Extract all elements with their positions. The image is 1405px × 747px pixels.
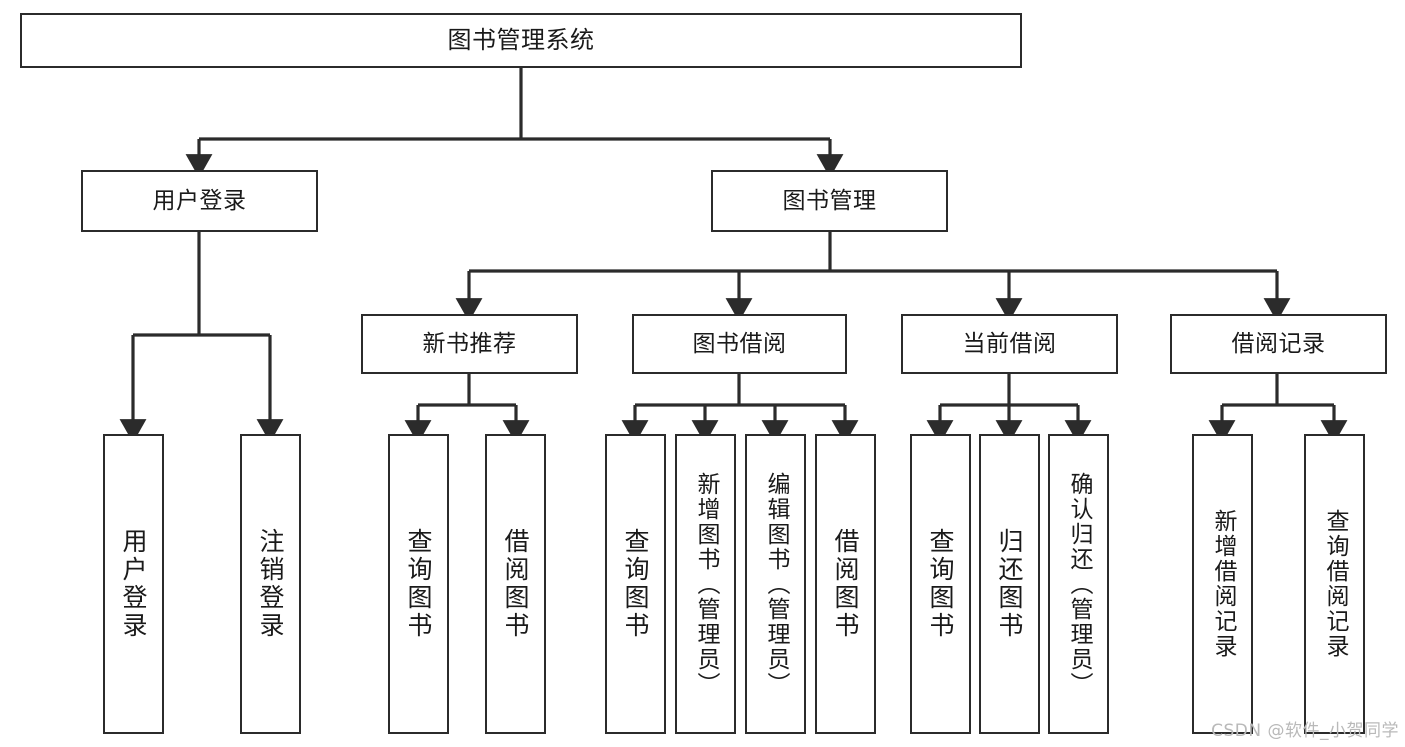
node-label: 新增借阅记录 (1210, 509, 1236, 659)
leaf-query-borrow-record[interactable]: 查询借阅记录 (1304, 434, 1365, 734)
node-label: 查询图书 (404, 528, 433, 640)
leaf-add-borrow-record[interactable]: 新增借阅记录 (1192, 434, 1253, 734)
leaf-borrow-book[interactable]: 借阅图书 (815, 434, 876, 734)
node-root-system[interactable]: 图书管理系统 (20, 13, 1022, 68)
leaf-user-login[interactable]: 用户登录 (103, 434, 164, 734)
node-book-borrow[interactable]: 图书借阅 (632, 314, 847, 374)
leaf-return-book[interactable]: 归还图书 (979, 434, 1040, 734)
node-label: 确认归还（管理员） (1066, 471, 1092, 697)
node-label: 图书管理系统 (447, 25, 595, 54)
node-label: 注销登录 (256, 528, 285, 640)
node-label: 图书管理 (782, 187, 877, 214)
node-new-book-recommend[interactable]: 新书推荐 (361, 314, 578, 374)
leaf-query-book-current[interactable]: 查询图书 (910, 434, 971, 734)
node-user-login[interactable]: 用户登录 (81, 170, 318, 232)
node-label: 查询图书 (926, 528, 955, 640)
leaf-query-book-borrow[interactable]: 查询图书 (605, 434, 666, 734)
leaf-confirm-return-admin[interactable]: 确认归还（管理员） (1048, 434, 1109, 734)
node-label: 用户登录 (119, 528, 148, 640)
node-book-management[interactable]: 图书管理 (711, 170, 948, 232)
leaf-logout[interactable]: 注销登录 (240, 434, 301, 734)
node-label: 借阅图书 (501, 528, 530, 640)
leaf-edit-book-admin[interactable]: 编辑图书（管理员） (745, 434, 806, 734)
node-current-borrow[interactable]: 当前借阅 (901, 314, 1118, 374)
node-label: 借阅记录 (1231, 330, 1326, 357)
node-label: 当前借阅 (962, 330, 1057, 357)
node-label: 借阅图书 (831, 528, 860, 640)
node-label: 编辑图书（管理员） (763, 471, 789, 697)
node-label: 新增图书（管理员） (693, 471, 719, 697)
node-label: 查询借阅记录 (1322, 509, 1348, 659)
watermark-text: CSDN @软件_小贺同学 (1211, 721, 1399, 741)
node-label: 查询图书 (621, 528, 650, 640)
node-label: 归还图书 (995, 528, 1024, 640)
leaf-query-book-new[interactable]: 查询图书 (388, 434, 449, 734)
node-label: 用户登录 (152, 187, 247, 214)
node-label: 新书推荐 (422, 330, 517, 357)
leaf-add-book-admin[interactable]: 新增图书（管理员） (675, 434, 736, 734)
node-label: 图书借阅 (692, 330, 787, 357)
leaf-borrow-book-new[interactable]: 借阅图书 (485, 434, 546, 734)
node-borrow-record[interactable]: 借阅记录 (1170, 314, 1387, 374)
